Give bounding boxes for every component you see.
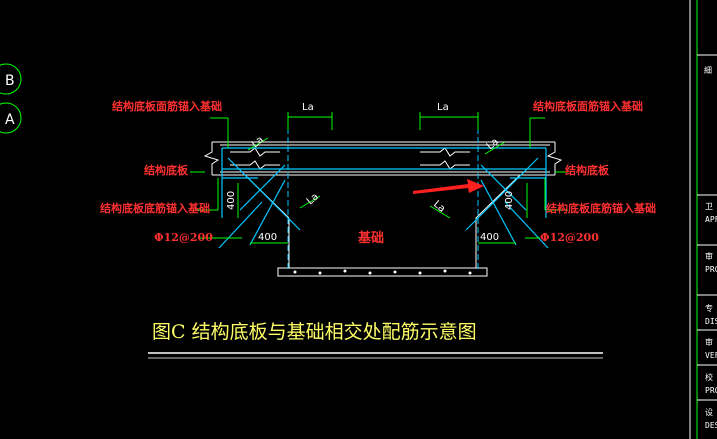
label-bottom-bar-right: 结构底板底筋锚入基础: [545, 201, 656, 215]
dim-400-horizontal-right: 400: [480, 232, 499, 243]
structural-slab: [203, 141, 563, 176]
axis-label-a: A: [5, 112, 15, 128]
dimension-lines: [190, 112, 568, 244]
side-cell-project: 审: [705, 251, 713, 261]
dim-400-vertical-right: 400: [504, 191, 515, 210]
slab-inner-break: [230, 147, 470, 170]
side-cell-discipline-en: DIS: [705, 317, 717, 326]
centerlines: [287, 128, 479, 270]
label-top-bar-left: 结构底板面筋锚入基础: [111, 99, 222, 113]
side-cell-designed-en: DES: [705, 421, 717, 430]
label-bottom-bar-left: 结构底板底筋锚入基础: [99, 201, 210, 215]
label-rebar-left: Φ12@200: [154, 231, 213, 244]
axis-marker-b: B: [0, 63, 22, 95]
side-cell-checked-en: PRC: [705, 386, 717, 395]
dim-400-vertical-left: 400: [226, 191, 237, 210]
label-top-bar-right: 结构底板面筋锚入基础: [532, 99, 643, 113]
axis-label-b: B: [5, 73, 15, 89]
side-cell-approved-en: APF: [705, 215, 717, 224]
drawing-title: 图C 结构底板与基础相交处配筋示意图: [152, 321, 477, 343]
title-block-frame: 細 卫 APF 审 PRC 专 DIS 审 VEF 校 PRC 设 DES: [689, 0, 717, 439]
foundation-outline: [244, 174, 521, 277]
highlight-arrow: [413, 179, 484, 194]
axis-marker-a: A: [0, 102, 22, 134]
dim-la-slant-left-low: La: [305, 191, 321, 207]
side-cell-verified: 审: [705, 337, 713, 347]
dim-400-horizontal-left: 400: [258, 232, 277, 243]
title-underline: [148, 352, 603, 359]
side-cell-discipline: 专: [705, 303, 713, 313]
label-rebar-right: Φ12@200: [540, 231, 599, 244]
side-cell-designed: 设: [705, 407, 713, 417]
dim-la-top-left: La: [302, 102, 314, 113]
side-cell-project-en: PRC: [705, 265, 717, 274]
rebar-lines: [218, 147, 549, 249]
dim-la-slant-right-low: La: [431, 199, 447, 215]
side-cell-checked: 校: [705, 372, 713, 382]
label-slab-left: 结构底板: [143, 163, 189, 177]
side-cell-approved: 卫: [705, 202, 713, 211]
label-foundation: 基础: [357, 230, 384, 246]
dim-la-slant-right-top: La: [485, 136, 501, 152]
side-mark: 細: [704, 65, 712, 75]
side-cell-verified-en: VEF: [705, 351, 717, 360]
label-slab-right: 结构底板: [564, 163, 610, 177]
dim-la-top-right: La: [437, 102, 449, 113]
